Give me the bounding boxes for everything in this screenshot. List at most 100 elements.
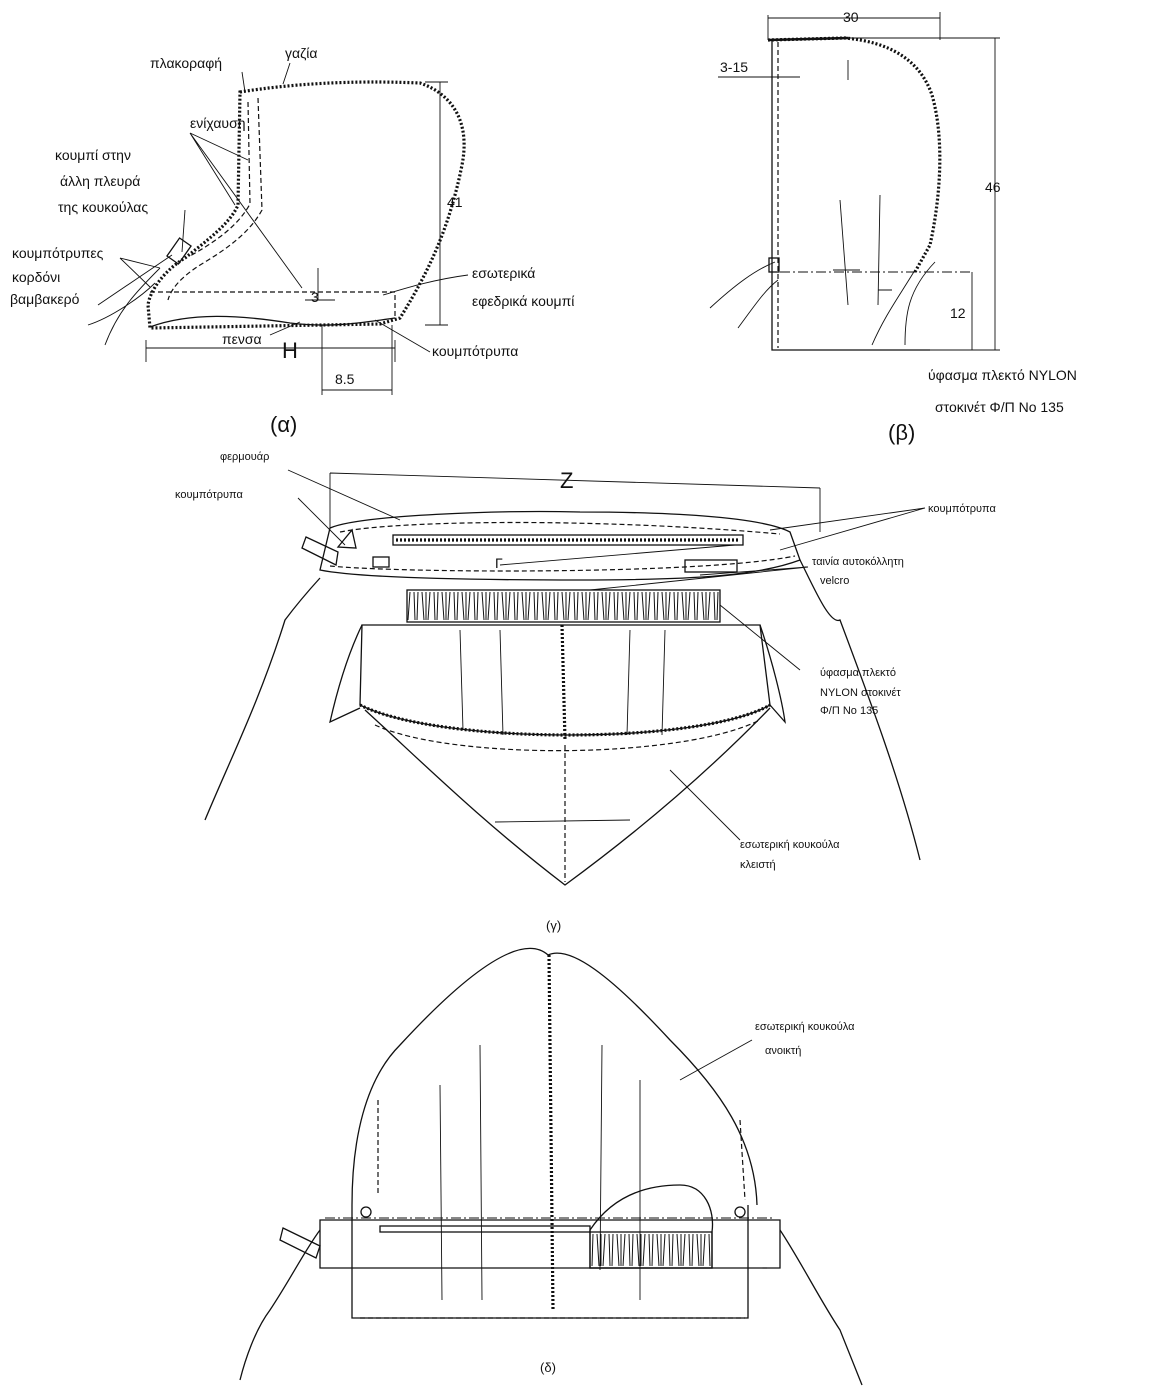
knit-texture-line	[436, 591, 439, 621]
zipper-c	[392, 534, 744, 546]
knit-texture-line	[501, 591, 505, 621]
knit-texture-line	[613, 591, 616, 621]
leader-a-koumpi	[181, 209, 186, 253]
leader-a-enichasi	[189, 132, 303, 289]
knit-texture-line	[622, 1233, 626, 1267]
label-a-koumpotrypa: κουμπότρυπα	[432, 343, 518, 359]
label-c-inner-1: εσωτερική κουκούλα	[740, 839, 840, 851]
knit-texture-line	[596, 1233, 600, 1267]
label-b-fabric-2: στοκινέτ Φ/Π No 135	[935, 399, 1064, 415]
collar-c-stitch-2	[329, 555, 796, 572]
inner-hood-c-side-left	[329, 624, 363, 724]
label-c-tainia-1: ταινία αυτοκόλλητη	[812, 556, 904, 568]
dim-b-315: 3-15	[720, 59, 748, 75]
knit-texture-line	[421, 591, 425, 621]
label-c-fabric-1: ύφασμα πλεκτό	[820, 667, 896, 679]
figure-b-hood-inner-view: 30 3-15 46 12 ύφασμα πλεκτό NYLON στοκιν…	[709, 9, 1077, 445]
knit-texture-line	[636, 591, 639, 621]
hood-b-tape-lines	[709, 261, 936, 346]
hood-b-dart-1	[839, 194, 881, 306]
knit-texture-line	[561, 591, 565, 621]
knit-texture-line	[673, 591, 676, 621]
knit-texture-line	[687, 591, 691, 621]
dim-b-46: 46	[985, 179, 1001, 195]
knit-texture-line	[627, 591, 631, 621]
label-c-fabric-2: NYLON στοκινέτ	[820, 687, 901, 699]
label-c-tainia-2: velcro	[820, 575, 849, 587]
dim-b-30-line	[767, 12, 941, 40]
leader-a-esoterika	[382, 274, 469, 296]
body-d-left-shoulder	[239, 1229, 321, 1381]
knit-d-band	[589, 1231, 713, 1269]
knit-texture-line	[611, 1233, 614, 1267]
leader-a-kordoni	[87, 254, 173, 346]
hood-a-inner-seam	[167, 97, 263, 301]
leader-d-inner	[679, 1039, 753, 1081]
knit-texture-line	[453, 591, 456, 621]
dim-b-12-line	[930, 272, 1000, 351]
knit-texture-line	[441, 591, 445, 621]
knit-texture-line	[481, 591, 485, 621]
knit-texture-line	[536, 591, 539, 621]
dim-c-Z-line	[329, 472, 821, 532]
knit-texture-line	[591, 1233, 594, 1267]
knit-texture-line	[656, 1233, 660, 1267]
knit-texture-line	[701, 591, 705, 621]
label-c-fermouar: φερμουάρ	[220, 451, 269, 463]
knit-texture-line	[607, 591, 611, 621]
knit-texture-line	[507, 591, 511, 621]
knit-texture-line	[533, 591, 536, 621]
knit-texture-line	[647, 591, 651, 621]
dim-a-H: H	[282, 338, 298, 363]
caption-a: (α)	[270, 412, 297, 437]
dim-a-41: 41	[447, 194, 463, 210]
label-b-fabric-1: ύφασμα πλεκτό NYLON	[928, 367, 1077, 383]
leader-c-inner	[669, 769, 741, 841]
knit-texture-line	[447, 591, 451, 621]
inner-hood-d-right-edge	[739, 1119, 746, 1201]
label-c-fabric-3: Φ/Π No 135	[820, 705, 878, 717]
knit-texture-line	[681, 591, 685, 621]
knit-texture-line	[556, 591, 559, 621]
knit-texture-line	[691, 1233, 694, 1267]
label-a-efedrika: εφεδρικά κουμπί	[472, 293, 574, 309]
inner-hood-d-outline	[351, 947, 758, 1206]
inner-hood-c-bottom-stitch	[359, 703, 771, 737]
knit-texture-line	[688, 1233, 691, 1267]
caption-d: (δ)	[540, 1360, 556, 1375]
collar-d-band	[319, 1219, 781, 1269]
knit-texture-line	[708, 1233, 711, 1267]
inner-hood-d-seams	[439, 1044, 641, 1301]
knit-texture-line	[651, 1233, 654, 1267]
leader-a-plakorafi	[241, 71, 246, 93]
label-a-gazia: γαζία	[285, 45, 317, 61]
leader-a-gazia	[282, 62, 291, 85]
knit-texture-line	[713, 591, 716, 621]
knit-texture-line	[413, 591, 416, 621]
knit-texture-line	[496, 591, 499, 621]
hood-b-box	[771, 40, 930, 351]
velcro-c	[684, 559, 738, 573]
knit-texture-line	[527, 591, 531, 621]
buttonhole-c-left-box	[372, 556, 390, 568]
label-c-koumpotrypa-left: κουμπότρυπα	[175, 489, 243, 501]
knit-texture-line	[587, 591, 591, 621]
hood-a-outline	[146, 80, 466, 330]
caption-b: (β)	[888, 420, 915, 445]
dim-a-85-line	[321, 325, 393, 395]
knit-texture-line	[547, 591, 551, 621]
body-c-left-shoulder	[204, 577, 321, 821]
label-d-inner-1: εσωτερική κουκούλα	[755, 1021, 855, 1033]
knit-texture-line	[567, 591, 571, 621]
dim-a-3-line	[305, 268, 335, 301]
knit-texture-line	[616, 591, 619, 621]
knit-d-hatching	[591, 1233, 711, 1267]
caption-c: (γ)	[546, 918, 561, 933]
figure-a-hood-side-view: πλακοραφή γαζία ενίχαυση κουμπί στην άλλ…	[10, 45, 574, 437]
hood-a-buttonhole	[166, 237, 192, 265]
inner-hood-c-flap-mark	[494, 819, 631, 823]
knit-texture-line	[676, 1233, 680, 1267]
knit-texture-line	[656, 591, 659, 621]
knit-texture-line	[473, 591, 476, 621]
